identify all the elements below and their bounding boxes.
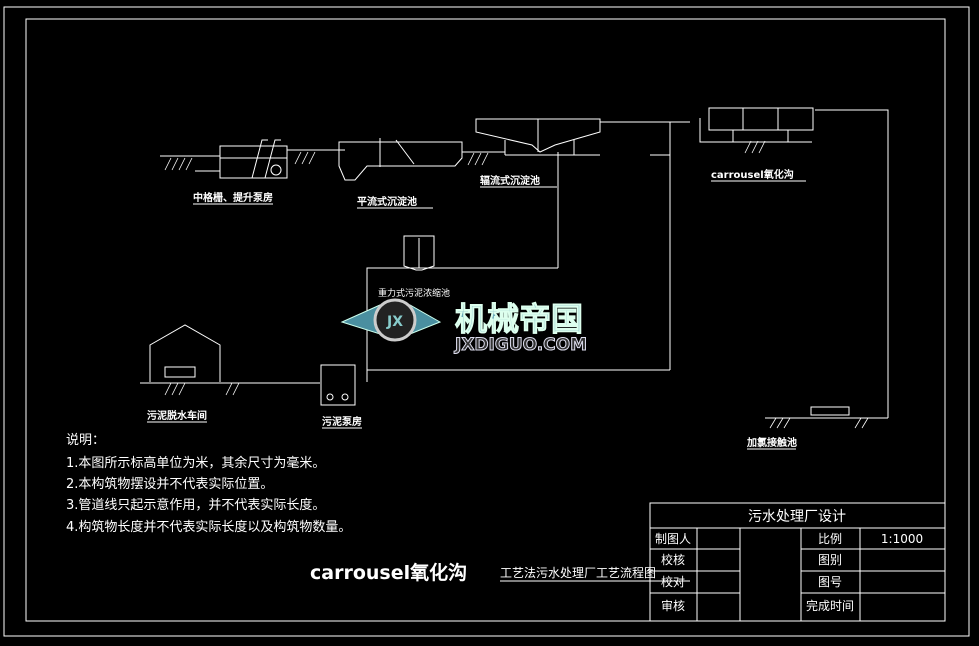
project-title: 污水处理厂设计 — [748, 509, 846, 525]
label-primary-clarifier: 平流式沉淀池 — [357, 195, 417, 208]
note-item: 2.本构筑物摆设并不代表实际位置。 — [66, 476, 273, 492]
notes: 说明： 1.本图所示标高单位为米，其余尺寸为毫米。 2.本构筑物摆设并不代表实际… — [66, 433, 351, 535]
radial-clarifier: 辐流式沉淀池 — [475, 118, 670, 268]
drawing-number-label: 图号 — [818, 575, 842, 589]
note-item: 3.管道线只起示意作用，并不代表实际长度。 — [66, 497, 325, 513]
watermark-cn: 机械帝国 — [455, 300, 583, 338]
reviewer-label: 审核 — [661, 598, 685, 613]
title-block: 污水处理厂设计 制图人 校核 校对 审核 比例 1:1000 图别 图号 完成时… — [649, 502, 946, 622]
completion-date-label: 完成时间 — [806, 598, 854, 613]
label-sludge-pump: 污泥泵房 — [322, 415, 362, 428]
screen-pump-house: 中格栅、提升泵房 — [160, 139, 345, 205]
scale-label: 比例 — [818, 532, 842, 546]
drawing-category-label: 图别 — [818, 553, 842, 567]
drawing-title-rest: 工艺法污水处理厂工艺流程图 — [500, 565, 656, 580]
drawing-title-bold: carrousel氧化沟 — [310, 561, 467, 584]
notes-heading: 说明： — [66, 433, 105, 448]
watermark-logo: JX 机械帝国 JXDIGUO.COM — [340, 298, 588, 356]
label-thickener: 重力式污泥浓缩池 — [378, 287, 450, 299]
label-chlorination: 加氯接触池 — [746, 436, 797, 449]
proofreader-label: 校对 — [661, 574, 685, 589]
oxidation-ditch: carrousel氧化沟 — [650, 107, 889, 418]
inner-frame — [25, 18, 946, 622]
label-oxidation-ditch: carrousel氧化沟 — [711, 168, 794, 181]
note-item: 4.构筑物长度并不代表实际长度以及构筑物数量。 — [66, 519, 351, 535]
checker-label: 校核 — [661, 552, 685, 567]
thickener: 重力式污泥浓缩池 — [366, 235, 670, 382]
scale-value: 1:1000 — [881, 532, 923, 546]
dewatering-building: 污泥脱水车间 — [140, 324, 320, 423]
chlorination-tank: 加氯接触池 — [746, 406, 888, 450]
svg-text:JX: JX — [386, 314, 403, 330]
note-item: 1.本图所示标高单位为米，其余尺寸为毫米。 — [66, 455, 325, 471]
label-screen-pump-house: 中格栅、提升泵房 — [193, 191, 273, 204]
primary-clarifier: 平流式沉淀池 — [338, 138, 505, 209]
label-radial-clarifier: 辐流式沉淀池 — [480, 174, 540, 187]
outer-frame — [3, 6, 970, 637]
watermark-en: JXDIGUO.COM — [454, 335, 587, 355]
label-dewatering: 污泥脱水车间 — [147, 409, 207, 422]
drafter-label: 制图人 — [655, 532, 691, 546]
sludge-pump-house: 污泥泵房 — [320, 364, 362, 429]
